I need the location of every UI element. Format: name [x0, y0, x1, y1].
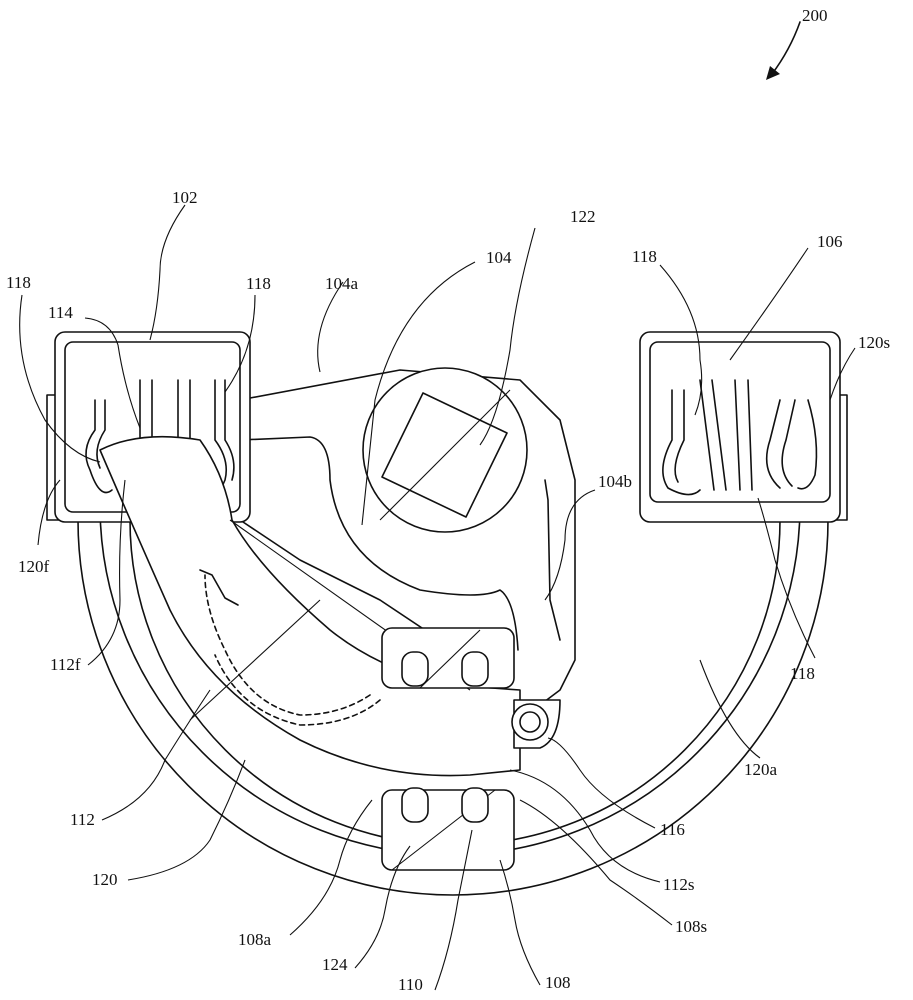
lever-section-line: [189, 599, 321, 721]
pin-116: [511, 703, 549, 741]
label-104: 104: [486, 248, 512, 267]
arm-edge-104b: [544, 479, 561, 641]
housing-106-inner: [649, 341, 831, 503]
housing-106: [639, 331, 841, 523]
label-120: 120: [92, 870, 118, 889]
leader-lines: [19, 204, 856, 991]
rotation-arrow: [204, 574, 371, 716]
label-104a: 104a: [325, 274, 359, 293]
label-108s: 108s: [675, 917, 707, 936]
label-112s: 112s: [663, 875, 695, 894]
label-112f: 112f: [50, 655, 81, 674]
label-118-right-upper: 118: [632, 247, 657, 266]
bearing-block-108-upper: [381, 627, 515, 689]
label-116: 116: [660, 820, 685, 839]
label-108a: 108a: [238, 930, 272, 949]
rollers-110: [401, 651, 489, 823]
label-110: 110: [398, 975, 423, 994]
label-122: 122: [570, 207, 596, 226]
label-120s: 120s: [858, 333, 890, 352]
rotation-arrowhead: [199, 569, 239, 606]
figure-ref-arrowhead: [766, 66, 780, 80]
label-112: 112: [70, 810, 95, 829]
arm-inner-edge: [239, 436, 519, 651]
pin-116-bore: [519, 711, 541, 733]
label-118-left-outer: 118: [6, 273, 31, 292]
label-124: 124: [322, 955, 348, 974]
label-108: 108: [545, 973, 571, 992]
block-section-line-upper: [419, 629, 481, 689]
disc-section-line: [379, 389, 511, 521]
base-plate-120: [46, 394, 848, 896]
label-102: 102: [172, 188, 198, 207]
figure-ref-label: 200: [802, 6, 828, 25]
label-120a: 120a: [744, 760, 778, 779]
contact-springs-118-right: [662, 379, 818, 496]
rotation-arrow-outer: [214, 654, 381, 726]
label-118-right-lower: 118: [790, 664, 815, 683]
label-104b: 104b: [598, 472, 632, 491]
label-106: 106: [817, 232, 843, 251]
label-120f: 120f: [18, 557, 50, 576]
label-118-left-inner: 118: [246, 274, 271, 293]
label-114: 114: [48, 303, 73, 322]
figure-ref-arrow: [771, 21, 801, 75]
